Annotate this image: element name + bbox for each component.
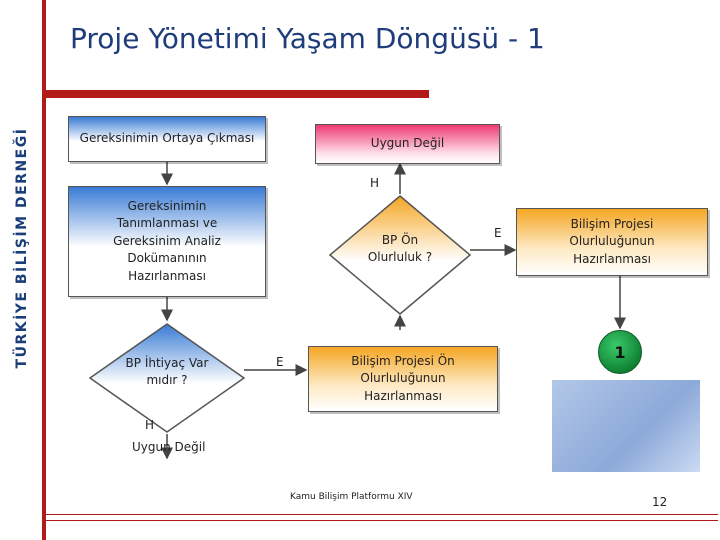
sidebar-accent-bar bbox=[42, 0, 46, 540]
footer-rule-secondary bbox=[46, 520, 718, 521]
node-bilisim-on-olurluluk: Bilişim Projesi Ön Olurluluğunun Hazırla… bbox=[308, 346, 498, 412]
title-underline bbox=[46, 90, 429, 98]
label-h-top: H bbox=[370, 176, 380, 190]
binary-decoration-image bbox=[552, 380, 700, 472]
sidebar: TÜRKİYE BİLİŞİM DERNEĞİ bbox=[0, 0, 46, 540]
node-bilisim-olurluluk-label: Bilişim Projesi Olurluluğunun Hazırlanma… bbox=[569, 216, 655, 266]
label-h-bottom: H bbox=[145, 418, 155, 432]
node-gereksinim-ortaya-label: Gereksinimin Ortaya Çıkması bbox=[79, 131, 255, 146]
label-e-left: E bbox=[276, 355, 284, 369]
footer-text: Kamu Bilişim Platformu XIV bbox=[290, 492, 413, 502]
node-gereksinim-tanim: Gereksinimin Tanımlanması ve Gereksinim … bbox=[68, 186, 266, 297]
connector-node-label: 1 bbox=[614, 342, 626, 362]
slide-title: Proje Yönetimi Yaşam Döngüsü - 1 bbox=[70, 22, 545, 55]
node-gereksinim-tanim-label: Gereksinimin Tanımlanması ve Gereksinim … bbox=[113, 199, 221, 283]
footer-rule bbox=[46, 514, 718, 515]
label-e-right: E bbox=[494, 226, 502, 240]
node-uygun-degil-top: Uygun Değil bbox=[315, 124, 500, 164]
node-uygun-degil-top-label: Uygun Değil bbox=[370, 136, 445, 151]
node-gereksinim-ortaya: Gereksinimin Ortaya Çıkması bbox=[68, 116, 266, 162]
decision-bp-ihtiyac bbox=[88, 323, 246, 433]
decision-bp-on-olurluluk-label: BP Ön Olurluluk ? bbox=[367, 233, 433, 265]
page-number: 12 bbox=[652, 495, 668, 509]
uygun-degil-bottom-label: Uygun Değil bbox=[132, 440, 206, 454]
node-bilisim-olurluluk: Bilişim Projesi Olurluluğunun Hazırlanma… bbox=[516, 208, 708, 276]
decision-bp-on-olurluluk bbox=[328, 195, 472, 315]
node-bilisim-on-olurluluk-label: Bilişim Projesi Ön Olurluluğunun Hazırla… bbox=[351, 353, 455, 403]
decision-bp-ihtiyac-label: BP İhtiyaç Var mıdır ? bbox=[125, 356, 209, 388]
connector-node: 1 bbox=[598, 330, 642, 374]
